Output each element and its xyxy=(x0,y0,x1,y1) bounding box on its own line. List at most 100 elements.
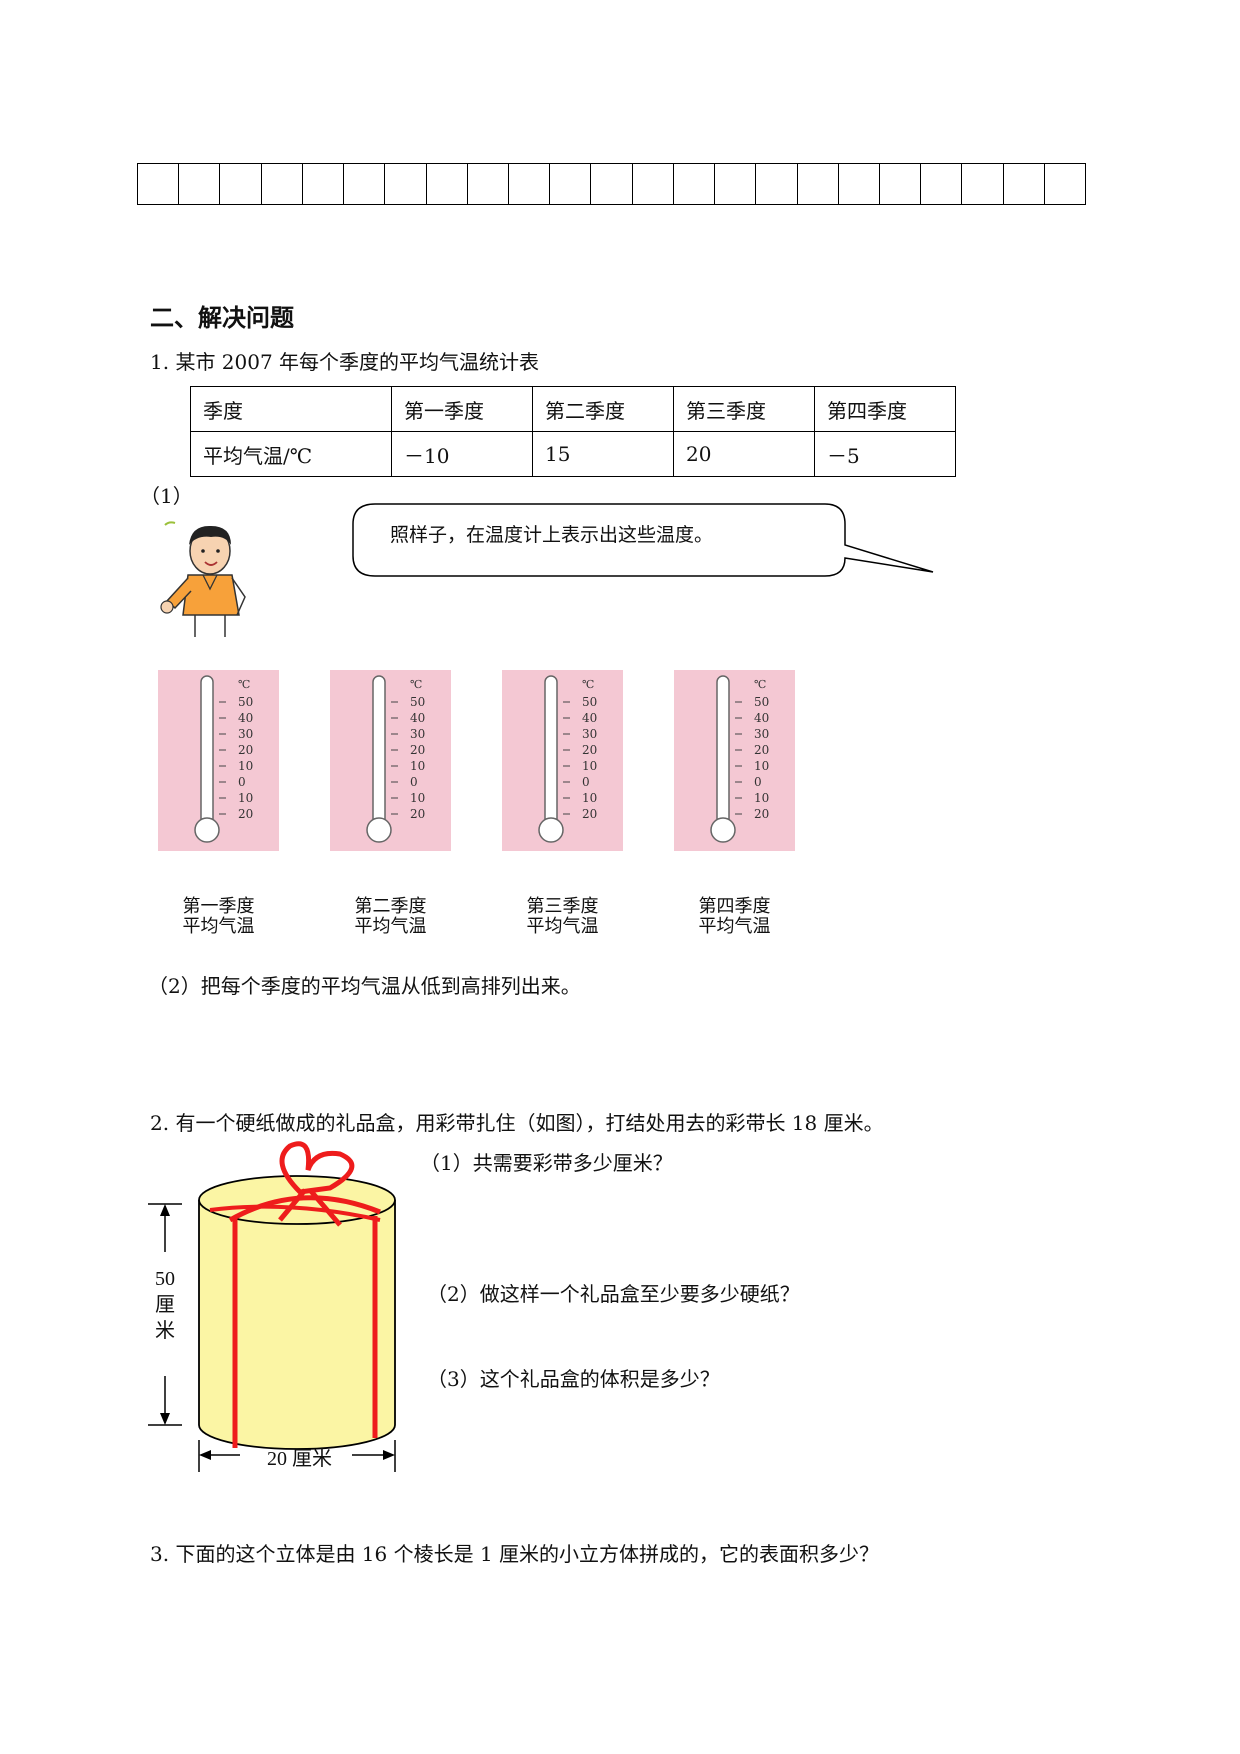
thermometer-caption: 第四季度平均气温 xyxy=(674,897,795,937)
height-label-number: 50 xyxy=(155,1268,175,1290)
table-cell: 第四季度 xyxy=(814,386,956,432)
tick-label: 10 xyxy=(410,759,425,773)
answer-grid-cell[interactable] xyxy=(633,164,674,204)
tick-label: 20 xyxy=(410,743,425,757)
caption-line: 第二季度 xyxy=(354,896,427,917)
answer-grid-cell[interactable] xyxy=(509,164,551,204)
caption-line: 平均气温 xyxy=(526,916,599,937)
tick-label: 0 xyxy=(238,775,246,789)
table-cell: －5 xyxy=(814,431,956,477)
thermometer-caption: 第一季度平均气温 xyxy=(158,897,279,937)
caption-line: 平均气温 xyxy=(698,916,771,937)
thermometer-caption: 第二季度平均气温 xyxy=(330,897,451,937)
unit-label: ℃ xyxy=(410,678,422,691)
question-3-title: 3. 下面的这个立体是由 16 个棱长是 1 厘米的小立方体拼成的，它的表面积多… xyxy=(150,1542,880,1566)
answer-grid-cell[interactable] xyxy=(798,164,839,204)
part-1-label: （1） xyxy=(140,484,193,508)
question-2-sub-2: （2）做这样一个礼品盒至少要多少硬纸？ xyxy=(427,1282,800,1306)
table-cell: 第三季度 xyxy=(673,386,815,432)
answer-grid-cell[interactable] xyxy=(303,164,345,204)
tick-label: 20 xyxy=(582,807,597,821)
unit-label: ℃ xyxy=(754,678,766,691)
tick-label: 20 xyxy=(754,807,769,821)
answer-grid-cell[interactable] xyxy=(880,164,922,204)
answer-grid-cell[interactable] xyxy=(591,164,633,204)
table-cell: 季度 xyxy=(190,386,392,432)
table-cell: 15 xyxy=(532,431,674,477)
tick-label: 30 xyxy=(238,727,253,741)
thermometer-caption: 第三季度平均气温 xyxy=(502,897,623,937)
answer-grid-cell[interactable] xyxy=(344,164,386,204)
answer-grid-cell[interactable] xyxy=(138,164,180,204)
answer-grid-cell[interactable] xyxy=(385,164,427,204)
part-2-question: （2）把每个季度的平均气温从低到高排列出来。 xyxy=(148,974,581,998)
tick-label: 20 xyxy=(582,743,597,757)
tick-label: 30 xyxy=(582,727,597,741)
tick-label: 0 xyxy=(754,775,762,789)
answer-grid-cell[interactable] xyxy=(674,164,716,204)
table-cell: 第一季度 xyxy=(391,386,533,432)
answer-grid-cell[interactable] xyxy=(962,164,1004,204)
gift-box-figure xyxy=(148,1141,396,1472)
tick-label: 20 xyxy=(754,743,769,757)
answer-grid-cell[interactable] xyxy=(262,164,303,204)
tick-label: 10 xyxy=(582,759,597,773)
diameter-label: 20 厘米 xyxy=(267,1448,332,1470)
temperature-table: 季度 第一季度 第二季度 第三季度 第四季度 平均气温/℃ －10 15 20 … xyxy=(190,386,956,477)
tick-label: 10 xyxy=(754,759,769,773)
tick-label: 10 xyxy=(238,759,253,773)
tick-label: 30 xyxy=(754,727,769,741)
boy-illustration xyxy=(160,521,246,637)
unit-label: ℃ xyxy=(238,678,250,691)
height-label-char: 厘 xyxy=(155,1294,175,1316)
tick-label: 40 xyxy=(238,711,253,725)
caption-line: 第三季度 xyxy=(526,896,599,917)
speech-bubble xyxy=(352,503,934,577)
tick-label: 10 xyxy=(238,791,253,805)
table-row: 平均气温/℃ －10 15 20 －5 xyxy=(190,431,956,477)
tick-label: 40 xyxy=(582,711,597,725)
answer-grid-cell[interactable] xyxy=(1045,164,1085,204)
table-cell: 第二季度 xyxy=(532,386,674,432)
height-label-char: 米 xyxy=(155,1320,175,1342)
tick-label: 10 xyxy=(410,791,425,805)
answer-grid-cell[interactable] xyxy=(921,164,963,204)
caption-line: 第四季度 xyxy=(698,896,771,917)
tick-label: 0 xyxy=(582,775,590,789)
table-row: 季度 第一季度 第二季度 第三季度 第四季度 xyxy=(190,386,956,432)
height-label: 50 厘 米 xyxy=(148,1266,182,1344)
answer-grid-cell[interactable] xyxy=(220,164,262,204)
answer-grid-cell[interactable] xyxy=(179,164,221,204)
tick-label: 50 xyxy=(410,695,425,709)
answer-grid-cell[interactable] xyxy=(427,164,468,204)
answer-grid-cell[interactable] xyxy=(715,164,757,204)
answer-grid-cell[interactable] xyxy=(839,164,880,204)
tick-label: 40 xyxy=(754,711,769,725)
answer-grid-cell[interactable] xyxy=(756,164,798,204)
tick-label: 0 xyxy=(410,775,418,789)
tick-label: 50 xyxy=(754,695,769,709)
answer-grid-cell[interactable] xyxy=(1004,164,1045,204)
answer-grid-cell[interactable] xyxy=(468,164,509,204)
question-2-title: 2. 有一个硬纸做成的礼品盒，用彩带扎住（如图），打结处用去的彩带长 18 厘米… xyxy=(150,1111,884,1135)
tick-label: 40 xyxy=(410,711,425,725)
table-cell: 20 xyxy=(673,431,815,477)
tick-label: 50 xyxy=(582,695,597,709)
table-cell: 平均气温/℃ xyxy=(190,431,392,477)
tick-label: 10 xyxy=(582,791,597,805)
section-title: 二、解决问题 xyxy=(150,304,294,332)
caption-line: 平均气温 xyxy=(182,916,255,937)
question-1-title: 1. 某市 2007 年每个季度的平均气温统计表 xyxy=(150,350,540,374)
answer-grid-cell[interactable] xyxy=(550,164,592,204)
speech-text: 照样子，在温度计上表示出这些温度。 xyxy=(390,524,714,546)
caption-line: 平均气温 xyxy=(354,916,427,937)
caption-line: 第一季度 xyxy=(182,896,255,917)
